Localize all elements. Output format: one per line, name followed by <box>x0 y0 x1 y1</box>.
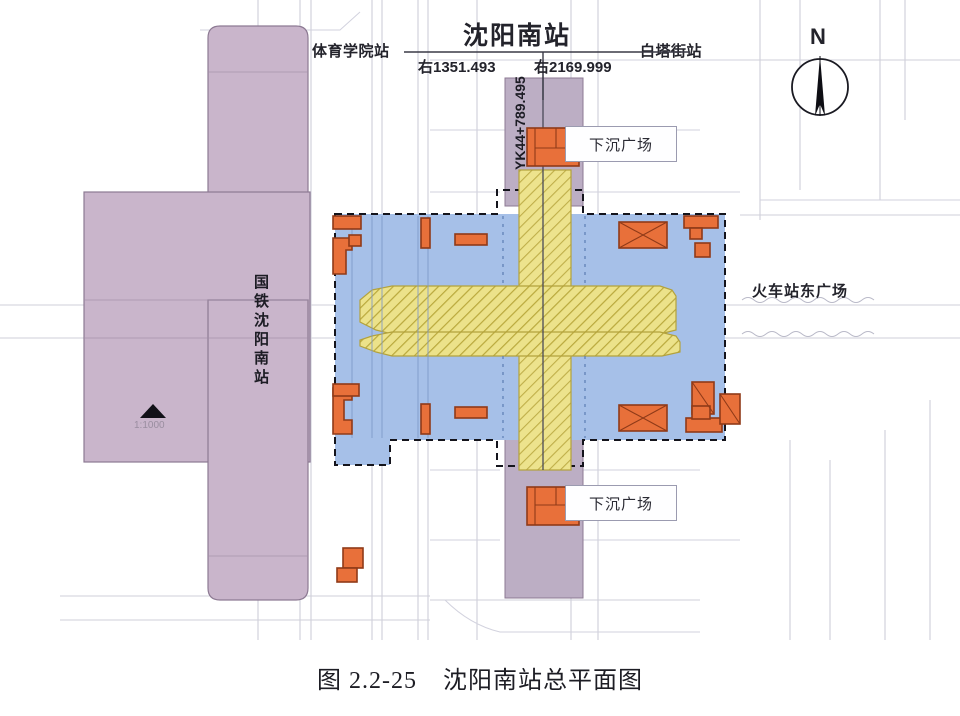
entrance-top-right-box <box>694 242 711 258</box>
figure-caption: 图 2.2-25 沈阳南站总平面图 <box>0 660 960 695</box>
national-rail-station-label: 国铁沈阳南站 <box>252 274 269 388</box>
entrance-top-left <box>332 215 362 230</box>
entrance-bottom-right-mid <box>691 405 711 420</box>
chainage-left: 右1351.493 <box>418 59 496 76</box>
east-plaza-label: 火车站东广场 <box>752 283 849 300</box>
caption-number: 图 2.2-25 <box>317 668 417 694</box>
caption-text: 沈阳南站总平面图 <box>443 668 643 694</box>
entrance-left-upper-box <box>348 234 362 247</box>
page-title: 沈阳南站 <box>463 22 572 50</box>
entrance-bottom-strip <box>454 406 488 419</box>
site-boundary-dashed <box>334 189 726 467</box>
sunken-plaza-bottom-callout: 下沉广场 <box>565 485 677 521</box>
platform-band-lower <box>359 331 681 357</box>
sunken-plaza-bottom-label: 下沉广场 <box>588 495 653 513</box>
entrance-top-right-small <box>689 227 703 240</box>
station-blue-notch <box>335 440 390 465</box>
compass-north-label: N <box>810 24 826 49</box>
platform-band-upper <box>359 285 677 335</box>
rail-station-block-lower <box>207 299 309 601</box>
entrance-left-lower-bar <box>332 383 360 397</box>
entrance-top-bar <box>420 217 431 249</box>
sunken-plaza-top-callout: 下沉广场 <box>565 126 677 162</box>
entrance-top-strip <box>454 233 488 246</box>
station-label-left: 体育学院站 <box>312 43 390 60</box>
scale-marker-label: 1:1000 <box>134 420 165 431</box>
chainage-right: 右2169.999 <box>534 59 612 76</box>
sunken-plaza-top-label: 下沉广场 <box>588 136 653 154</box>
aux-structure-b <box>336 567 358 583</box>
entrance-bottom-bar <box>420 403 431 435</box>
